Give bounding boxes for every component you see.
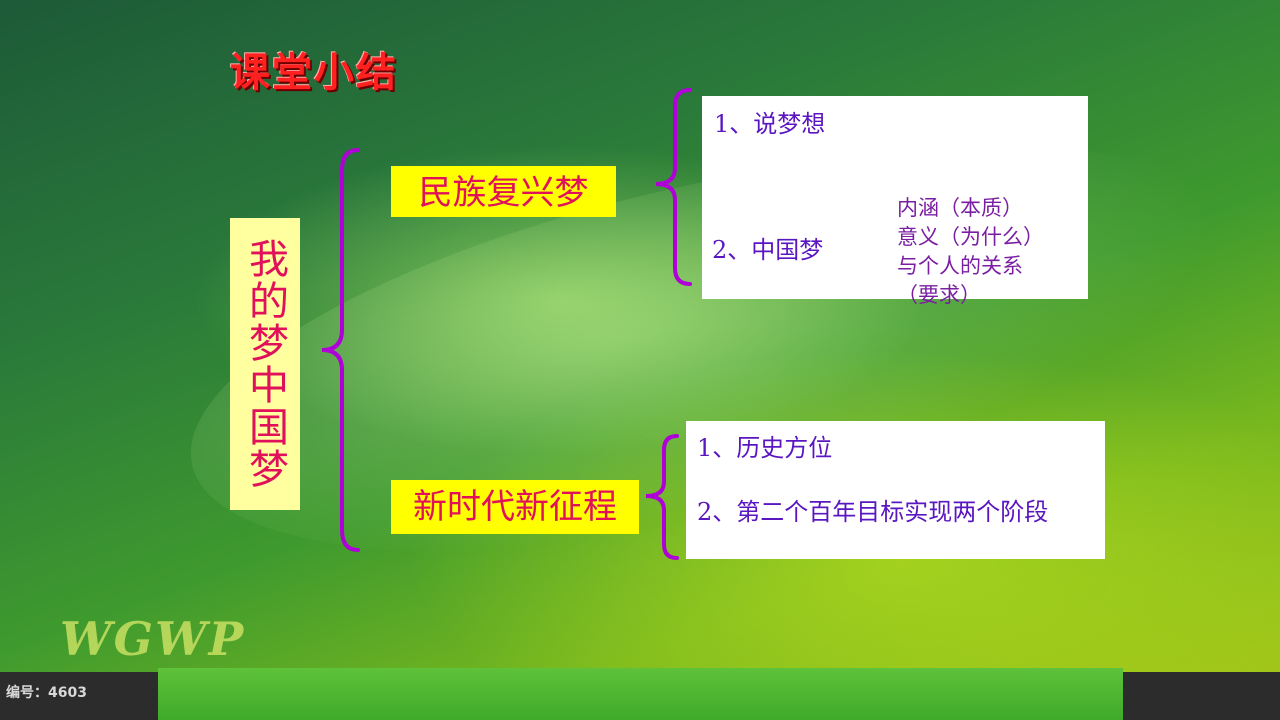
branch1-brace bbox=[655, 88, 692, 286]
sub-item-3: 与个人的关系 bbox=[897, 254, 1023, 278]
sub-item-1: 内涵（本质） bbox=[897, 196, 1023, 220]
background-logo: WGWP bbox=[60, 612, 246, 666]
branch1-panel bbox=[702, 96, 1088, 299]
branch2-panel bbox=[686, 421, 1105, 559]
branch1-item-2: 2、中国梦 bbox=[712, 236, 824, 264]
branch1-item-1: 1、说梦想 bbox=[714, 110, 826, 138]
branch2-brace bbox=[645, 434, 679, 560]
branch2-item-2: 2、第二个百年目标实现两个阶段 bbox=[697, 498, 1049, 526]
branch1-label: 民族复兴梦 bbox=[391, 166, 616, 217]
main-topic-box: 我的梦中国梦 bbox=[230, 218, 300, 510]
footer-green-strip bbox=[158, 668, 1123, 720]
sub-item-4: （要求） bbox=[897, 283, 981, 307]
slide-title: 课堂小结 bbox=[230, 50, 398, 96]
sub-item-2: 意义（为什么） bbox=[897, 225, 1044, 249]
footer-id-text: 编号：4603 bbox=[6, 685, 87, 701]
branch2-label: 新时代新征程 bbox=[391, 480, 639, 534]
main-topic-text: 我的梦中国梦 bbox=[242, 238, 288, 490]
main-brace bbox=[321, 148, 360, 552]
branch2-item-1: 1、历史方位 bbox=[697, 434, 833, 462]
